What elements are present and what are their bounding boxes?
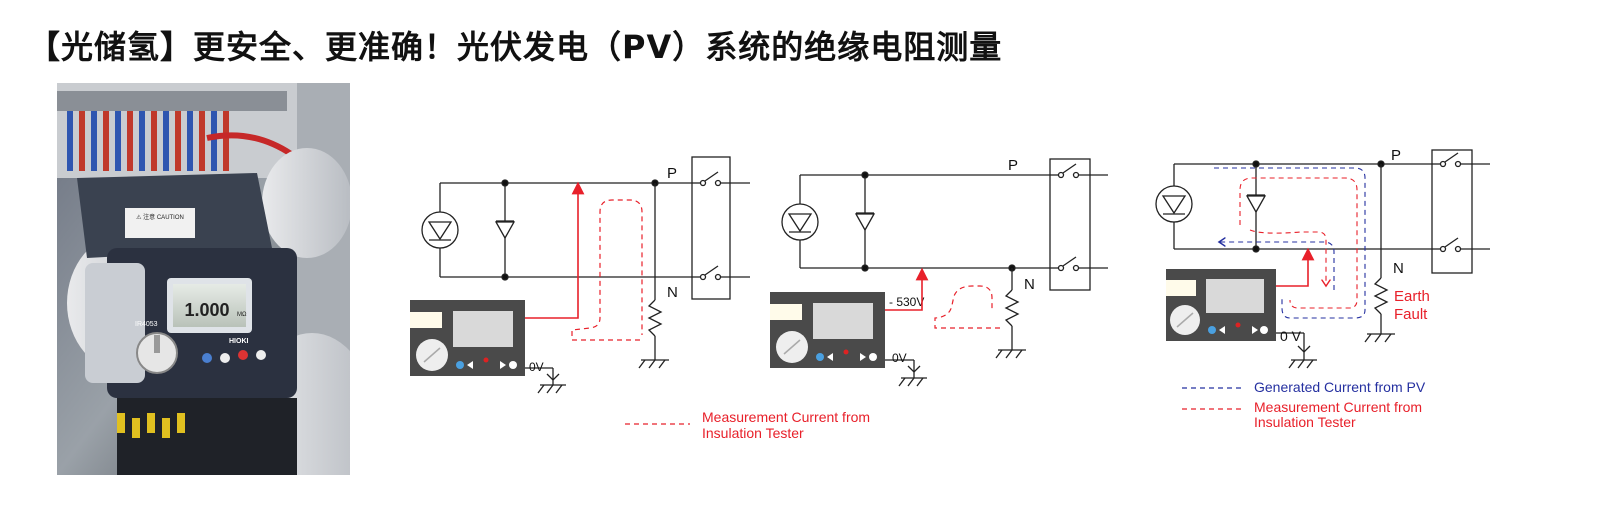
tester-photo: ⚠ 注意 CAUTION 1.000 MΩ IR4053 HIOKI bbox=[57, 83, 350, 475]
diagram-1 bbox=[421, 156, 750, 369]
d3-legend-pv: Generated Current from PV bbox=[1254, 379, 1426, 395]
d3-n-label: N bbox=[1393, 260, 1404, 277]
d1-zero-v: 0V bbox=[529, 360, 544, 374]
d3-zero-v: 0 V bbox=[1280, 328, 1302, 344]
insulation-tester-device: ⚠ 注意 CAUTION 1.000 MΩ IR4053 HIOKI bbox=[77, 173, 297, 398]
d1-tester bbox=[410, 300, 525, 376]
d3-legend-meas-line2: Insulation Tester bbox=[1254, 414, 1356, 430]
lcd-unit: MΩ bbox=[237, 312, 247, 318]
d3-tester bbox=[1166, 269, 1276, 341]
d2-p-label: P bbox=[1008, 157, 1018, 174]
terminal-wires bbox=[67, 111, 229, 171]
d2-voltage: - 530V bbox=[889, 295, 924, 309]
d3-p-label: P bbox=[1391, 147, 1401, 164]
d2-n-label: N bbox=[1024, 276, 1035, 293]
d1-n-label: N bbox=[667, 284, 678, 301]
d3-legend-meas-line1: Measurement Current from bbox=[1254, 399, 1422, 415]
caution-label: ⚠ 注意 CAUTION bbox=[136, 213, 184, 221]
model-label: IR4053 bbox=[135, 321, 158, 328]
d3-fault-line2: Fault bbox=[1394, 306, 1428, 323]
d2-zero-v: 0V bbox=[892, 351, 907, 365]
d2-tester bbox=[770, 292, 885, 368]
page-title: 【光储氢】更安全、更准确！光伏发电（PV）系统的绝缘电阻测量 bbox=[28, 28, 1003, 66]
lcd-reading: 1.000 bbox=[184, 300, 229, 320]
diagram-2 bbox=[781, 158, 1108, 359]
d1-legend-line2: Insulation Tester bbox=[702, 425, 804, 441]
d3-fault-line1: Earth bbox=[1394, 288, 1430, 305]
d1-legend-line1: Measurement Current from bbox=[702, 409, 870, 425]
bottom-cable-ties bbox=[117, 413, 185, 438]
d1-p-label: P bbox=[667, 165, 677, 182]
brand-label: HIOKI bbox=[229, 338, 249, 345]
